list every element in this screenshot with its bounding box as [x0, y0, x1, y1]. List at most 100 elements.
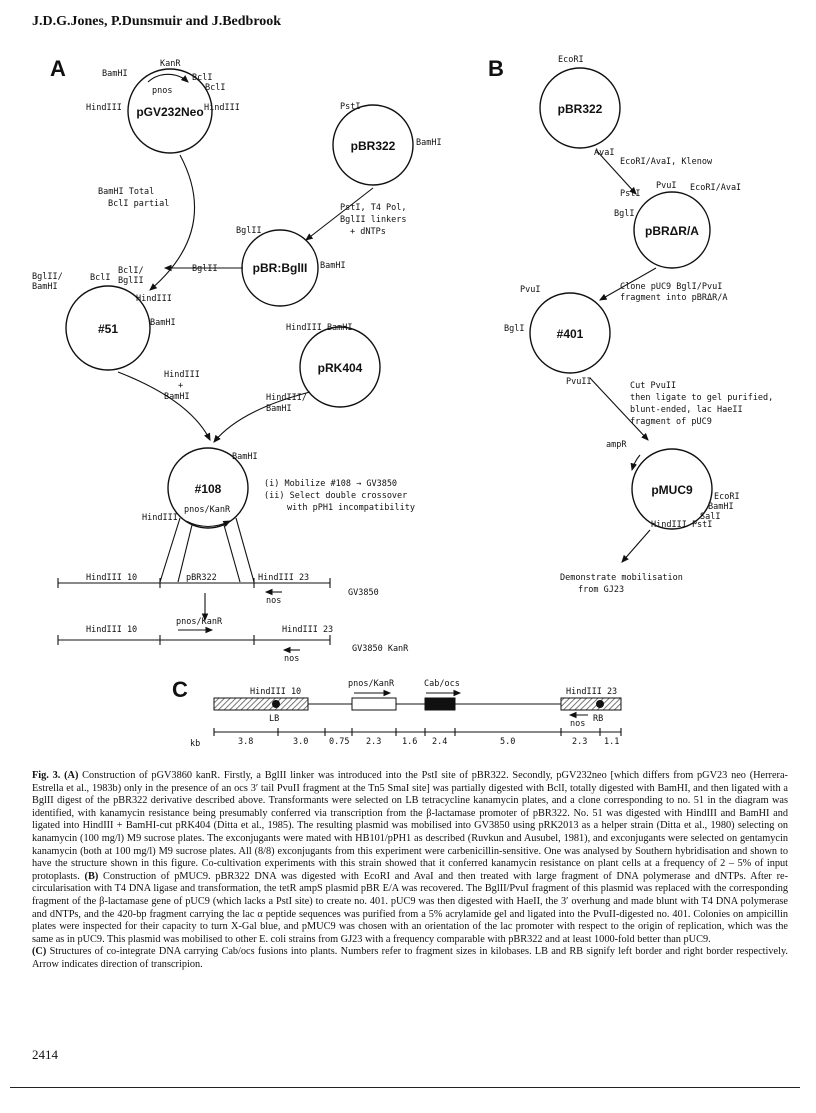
gv3850kan-right-label: HindIII 23	[282, 625, 333, 635]
plasmid-pbr-bgl-label: pBR:BglII	[253, 261, 308, 275]
gv3850kan-nos-label: nos	[284, 654, 299, 664]
c-size-2: 3.0	[293, 737, 308, 747]
page-bottom-rule	[10, 1087, 800, 1088]
gv3850-nos-label: nos	[266, 596, 281, 606]
hind-232-left-label: HindIII	[86, 103, 122, 113]
bcli-1-label: BclI	[192, 73, 212, 83]
plasmid-108	[167, 447, 249, 529]
ecori-muc-label: EcoRI	[714, 492, 740, 502]
crossover-line-3	[223, 524, 241, 583]
bamhi-muc-label: BamHI	[708, 502, 734, 512]
step-a5-line2: BamHI	[266, 404, 292, 414]
caption-b-text: Construction of pMUC9. pBR322 DNA was di…	[32, 870, 789, 945]
ecori-avai-ra-label: EcoRI/AvaI	[690, 183, 741, 193]
c-size-6: 2.4	[432, 737, 447, 747]
gv3850-name: GV3850	[348, 588, 379, 598]
pnos-kan-108-arrow	[185, 520, 231, 528]
crossover-line-2	[177, 524, 193, 583]
mobilize-line2: (ii) Select double crossover	[264, 491, 407, 501]
hind-bam-prk-label: HindIII BamHI	[286, 323, 353, 333]
gv3850kan-middle-label: pnos/KanR	[176, 617, 223, 627]
plasmid-108-label: #108	[195, 482, 222, 496]
bgl-pbrbgl-label: BglII	[236, 226, 262, 236]
step-b3-line1: Cut PvuII	[630, 381, 676, 391]
arrow-51-to-108	[117, 371, 211, 441]
c-pnos-kan: pnos/KanR	[348, 679, 395, 689]
plasmid-pmuc9-label: pMUC9	[651, 483, 693, 497]
plasmid-pbr322-a-label: pBR322	[351, 139, 396, 153]
plasmid-401-label: #401	[557, 327, 584, 341]
caption-a-label: Fig. 3. (A)	[32, 770, 79, 781]
panel-label-b: B	[488, 56, 504, 81]
panel-label-a: A	[50, 56, 66, 81]
caption-a-text: Construction of pGV3860 kanR. Firstly, a…	[32, 770, 788, 882]
c-rb-label: RB	[593, 714, 603, 724]
ecori-b-label: EcoRI	[558, 55, 584, 65]
plasmid-pgv232neo-label: pGV232Neo	[136, 105, 203, 119]
bamhi-232-label: BamHI	[102, 69, 128, 79]
step-b3-line3: blunt-ended, lac HaeII	[630, 405, 743, 415]
lb-marker	[272, 700, 280, 708]
gv3850kan-left-label: HindIII 10	[86, 625, 137, 635]
running-header: J.D.G.Jones, P.Dunsmuir and J.Bedbrook	[32, 14, 282, 29]
hind-51-label: HindIII	[136, 294, 172, 304]
hind-108-label: HindIII	[142, 513, 178, 523]
step-b4-line1: Demonstrate mobilisation	[560, 573, 683, 583]
bgli-401-label: BglI	[504, 324, 524, 334]
map-gv3850: HindIII 10 pBR322 HindIII 23 nos GV3850	[57, 573, 379, 606]
gv3850-left-label: HindIII 10	[86, 573, 137, 583]
plasmid-51	[65, 285, 151, 371]
bgl-bam-51-label-1: BglII/	[32, 272, 63, 282]
hind-pst-muc-label: HindIII PstI	[651, 520, 712, 530]
c-size-9: 1.1	[604, 737, 619, 747]
c-left-site: HindIII 10	[250, 687, 301, 697]
panel-label-c: C	[172, 677, 188, 702]
step-b3-line2: then ligate to gel purified,	[630, 393, 773, 403]
bamhi-pbrbgl-label: BamHI	[320, 261, 346, 271]
step-a2-line2: BglII linkers	[340, 215, 407, 225]
arrow-pgv-to-51	[149, 154, 196, 291]
left-border-region	[213, 697, 309, 711]
c-lb-label: LB	[269, 714, 279, 724]
bcli-51-label: BclI	[90, 273, 110, 283]
hind-232-right-label: HindIII	[204, 103, 240, 113]
c-size-5: 1.6	[402, 737, 417, 747]
plasmid-pbr322-b	[539, 67, 621, 149]
pnos-kan-box	[351, 697, 397, 711]
bcli-bgl-51-label-1: BclI/	[118, 266, 144, 276]
pvui-401-label: PvuI	[520, 285, 540, 295]
step-a1-line2: BclI partial	[108, 199, 169, 209]
step-b1: EcoRI/AvaI, Klenow	[620, 157, 713, 167]
step-a4-line3: BamHI	[164, 392, 190, 402]
c-kb-label: kb	[190, 739, 200, 749]
step-b2-line1: Clone pUC9 BglI/PvuI	[620, 282, 722, 292]
pnos-kan-108-label: pnos/KanR	[184, 505, 231, 515]
mobilize-line3: with pPH1 incompatibility	[287, 503, 415, 513]
step-a5-line1: HindIII/	[266, 393, 307, 403]
caption-c-label: (C)	[32, 946, 47, 958]
c-cab-ocs: Cab/ocs	[424, 679, 460, 689]
kanr-label: KanR	[160, 59, 181, 69]
gv3850kan-name: GV3850 KanR	[352, 644, 409, 654]
kanr-arrow	[147, 73, 189, 83]
plasmid-401	[529, 292, 611, 374]
pnos-label: pnos	[152, 86, 172, 96]
plasmid-prk404	[299, 326, 381, 408]
c-right-site: HindIII 23	[566, 687, 617, 697]
sali-muc-label: SalI	[700, 512, 720, 522]
arrow-pmuc9-down	[621, 529, 651, 563]
crossover-line-4	[235, 517, 255, 583]
pvui-ra-label: PvuI	[656, 181, 676, 191]
step-a4-line1: HindIII	[164, 370, 200, 380]
rb-marker	[596, 700, 604, 708]
bamhi-51-label: BamHI	[150, 318, 176, 328]
step-b4-line2: from GJ23	[578, 585, 624, 595]
plasmid-pbr322-a	[332, 104, 414, 186]
ampr-label: ampR	[606, 440, 627, 450]
arrow-prk-to-108	[213, 391, 311, 443]
mobilize-line1: (i) Mobilize #108 → GV3850	[264, 479, 397, 489]
step-a4-line2: +	[178, 381, 183, 391]
right-border-region	[560, 697, 622, 711]
plasmid-pmuc9	[631, 448, 713, 530]
avai-b-label: AvaI	[594, 148, 614, 158]
